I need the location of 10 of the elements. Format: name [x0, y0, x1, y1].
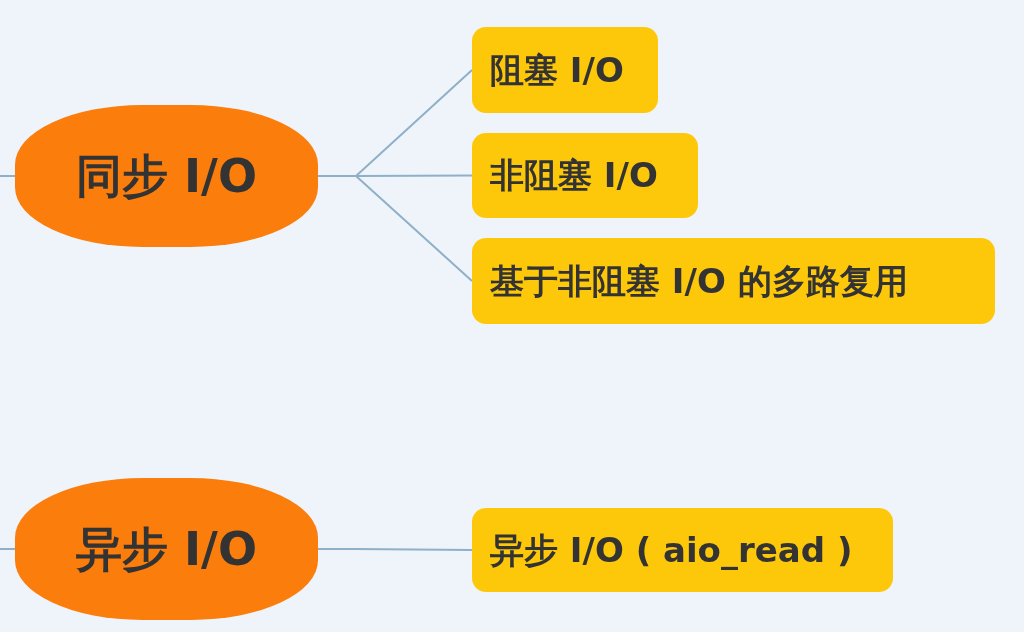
connector-line	[0, 548, 16, 550]
category-node: 异步 I/O	[15, 478, 318, 620]
topic-box: 异步 I/O ( aio_read )	[472, 508, 893, 592]
connector-line	[317, 548, 473, 551]
topic-box: 基于非阻塞 I/O 的多路复用	[472, 238, 995, 324]
category-node: 同步 I/O	[15, 105, 318, 247]
topic-box: 阻塞 I/O	[472, 27, 658, 113]
connector-line	[0, 175, 16, 177]
connector-line	[317, 175, 473, 282]
topic-box: 非阻塞 I/O	[472, 133, 698, 218]
